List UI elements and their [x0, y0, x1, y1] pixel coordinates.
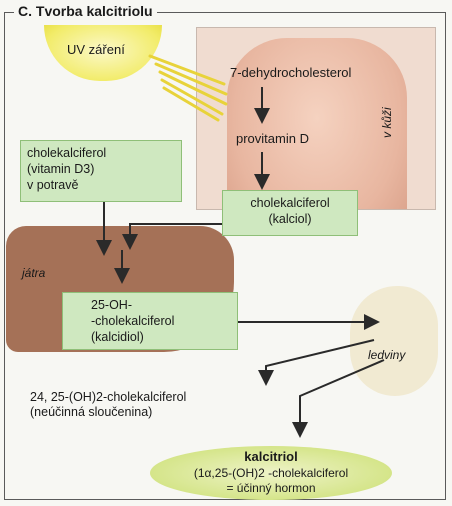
arrow-kidney-to-kalcitriol [300, 360, 384, 434]
provitamin-label: provitamin D [236, 132, 309, 146]
oh25-line-2: -cholekalciferol [91, 313, 231, 329]
jatra-label: játra [22, 266, 45, 280]
ledviny-label: ledviny [368, 348, 405, 362]
oh25-line-3: (kalcidiol) [91, 329, 231, 345]
food-line-3: v potravě [27, 177, 175, 193]
food-line-1: cholekalciferol [27, 145, 175, 161]
oh2425-line-1: 24, 25-(OH)2-cholekalciferol [30, 390, 186, 405]
cholekalciferol-food-box: cholekalciferol (vitamin D3) v potravě [20, 140, 182, 202]
arrow-kidney-to-2425 [266, 340, 374, 382]
dehydrocholesterol-label: 7-dehydrocholesterol [230, 66, 351, 80]
kalciol-line-1: cholekalciferol [229, 195, 351, 211]
v-kuzi-label: v kůži [380, 107, 394, 138]
uv-rays [150, 56, 226, 120]
kalcitriol-line-2: (1α,25-(OH)2 -cholekalciferol [150, 466, 392, 480]
oh25-box: 25-OH- -cholekalciferol (kalcidiol) [62, 292, 238, 350]
kalcitriol-line-3: = účinný hormon [150, 481, 392, 495]
oh25-line-1: 25-OH- [91, 297, 231, 313]
kalcitriol-title: kalcitriol [150, 450, 392, 464]
oh2425-line-2: (neúčinná sloučenina) [30, 405, 152, 420]
arrow-kalciol-to-liver [130, 224, 222, 246]
cholekalciferol-kalciol-box: cholekalciferol (kalciol) [222, 190, 358, 236]
kalciol-line-2: (kalciol) [229, 211, 351, 227]
food-line-2: (vitamin D3) [27, 161, 175, 177]
